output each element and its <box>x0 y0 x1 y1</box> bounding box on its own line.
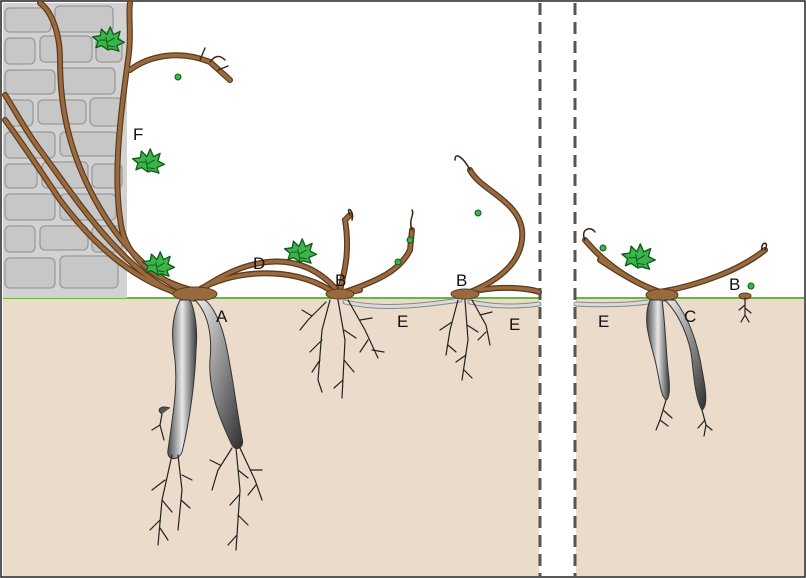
label-d: D <box>253 254 265 273</box>
label-b-2: B <box>456 271 467 290</box>
label-c: C <box>684 307 696 326</box>
label-b-1: B <box>335 271 346 290</box>
label-a: A <box>216 307 228 326</box>
label-f: F <box>133 125 143 144</box>
label-e-1: E <box>397 312 408 331</box>
label-e-3: E <box>598 312 609 331</box>
label-e-2: E <box>509 315 520 334</box>
label-b-3: B <box>729 275 740 294</box>
soil-left <box>3 298 539 576</box>
